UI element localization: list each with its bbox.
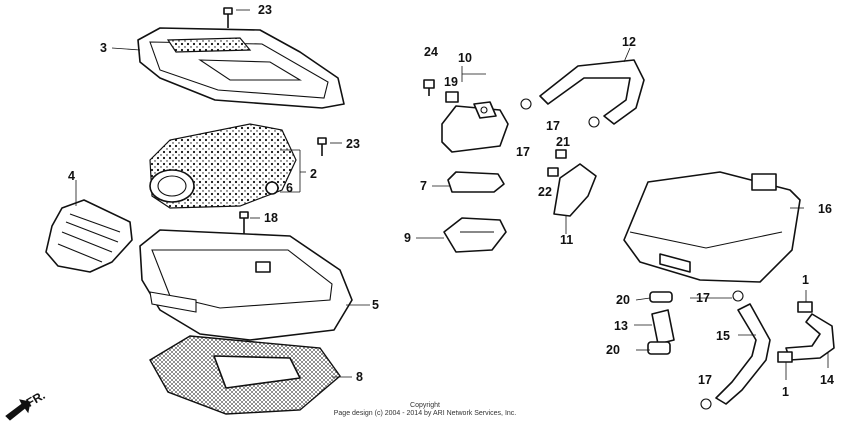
part-air-cleaner-case <box>139 229 353 341</box>
part-drain-hose <box>715 303 771 405</box>
part-air-cleaner-cover <box>137 27 345 109</box>
callout-15: 15 <box>716 329 730 343</box>
callout-17-c: 17 <box>696 291 710 305</box>
part-hose-short <box>647 291 675 355</box>
callout-5: 5 <box>372 298 379 312</box>
part-bolts <box>223 7 327 236</box>
callout-19: 19 <box>444 75 458 89</box>
part-drain-cap <box>443 217 507 253</box>
callout-7: 7 <box>420 179 427 193</box>
callout-23-top: 23 <box>258 3 272 17</box>
part-reservoir-tank <box>623 171 801 283</box>
part-clips <box>520 98 744 410</box>
part-mesh-pad <box>149 335 341 415</box>
callout-1-b: 1 <box>782 385 789 399</box>
part-intake-duct <box>45 199 133 273</box>
part-separator <box>441 101 509 153</box>
callout-11: 11 <box>560 233 573 247</box>
part-seal <box>447 171 505 193</box>
front-arrow-icon <box>5 399 31 421</box>
callout-22: 22 <box>538 185 552 199</box>
callout-20-b: 20 <box>606 343 620 357</box>
callout-17-d: 17 <box>698 373 712 387</box>
part-air-filter-element <box>149 123 297 209</box>
callout-1-a: 1 <box>802 273 809 287</box>
callout-23-mid: 23 <box>346 137 360 151</box>
callout-12: 12 <box>622 35 636 49</box>
callout-10: 10 <box>458 51 472 65</box>
callout-6: 6 <box>286 181 293 195</box>
callout-21: 21 <box>556 135 570 149</box>
part-breather-tube <box>539 59 645 125</box>
callout-24: 24 <box>424 45 438 59</box>
callout-14: 14 <box>820 373 834 387</box>
callout-16: 16 <box>818 202 832 216</box>
callout-20-a: 20 <box>616 293 630 307</box>
callout-2: 2 <box>310 167 317 181</box>
callout-9: 9 <box>404 231 411 245</box>
callout-17-b: 17 <box>546 119 560 133</box>
part-hose-14 <box>777 301 835 363</box>
callout-4: 4 <box>68 169 75 183</box>
callout-3: 3 <box>100 41 107 55</box>
callout-8: 8 <box>356 370 363 384</box>
leader-lines <box>75 9 829 380</box>
copyright-line-2: Page design (c) 2004 - 2014 by ARI Netwo… <box>333 410 517 417</box>
callout-18: 18 <box>264 211 278 225</box>
part-bracket <box>547 149 597 217</box>
part-grommet <box>265 181 279 195</box>
part-small-bolts <box>423 79 459 103</box>
callout-17-a: 17 <box>516 145 530 159</box>
copyright-line-1: Copyright <box>410 402 440 409</box>
callout-13: 13 <box>614 319 628 333</box>
callout-labels: 23 3 23 2 6 4 18 5 8 10 24 19 17 7 9 12 … <box>68 3 834 399</box>
